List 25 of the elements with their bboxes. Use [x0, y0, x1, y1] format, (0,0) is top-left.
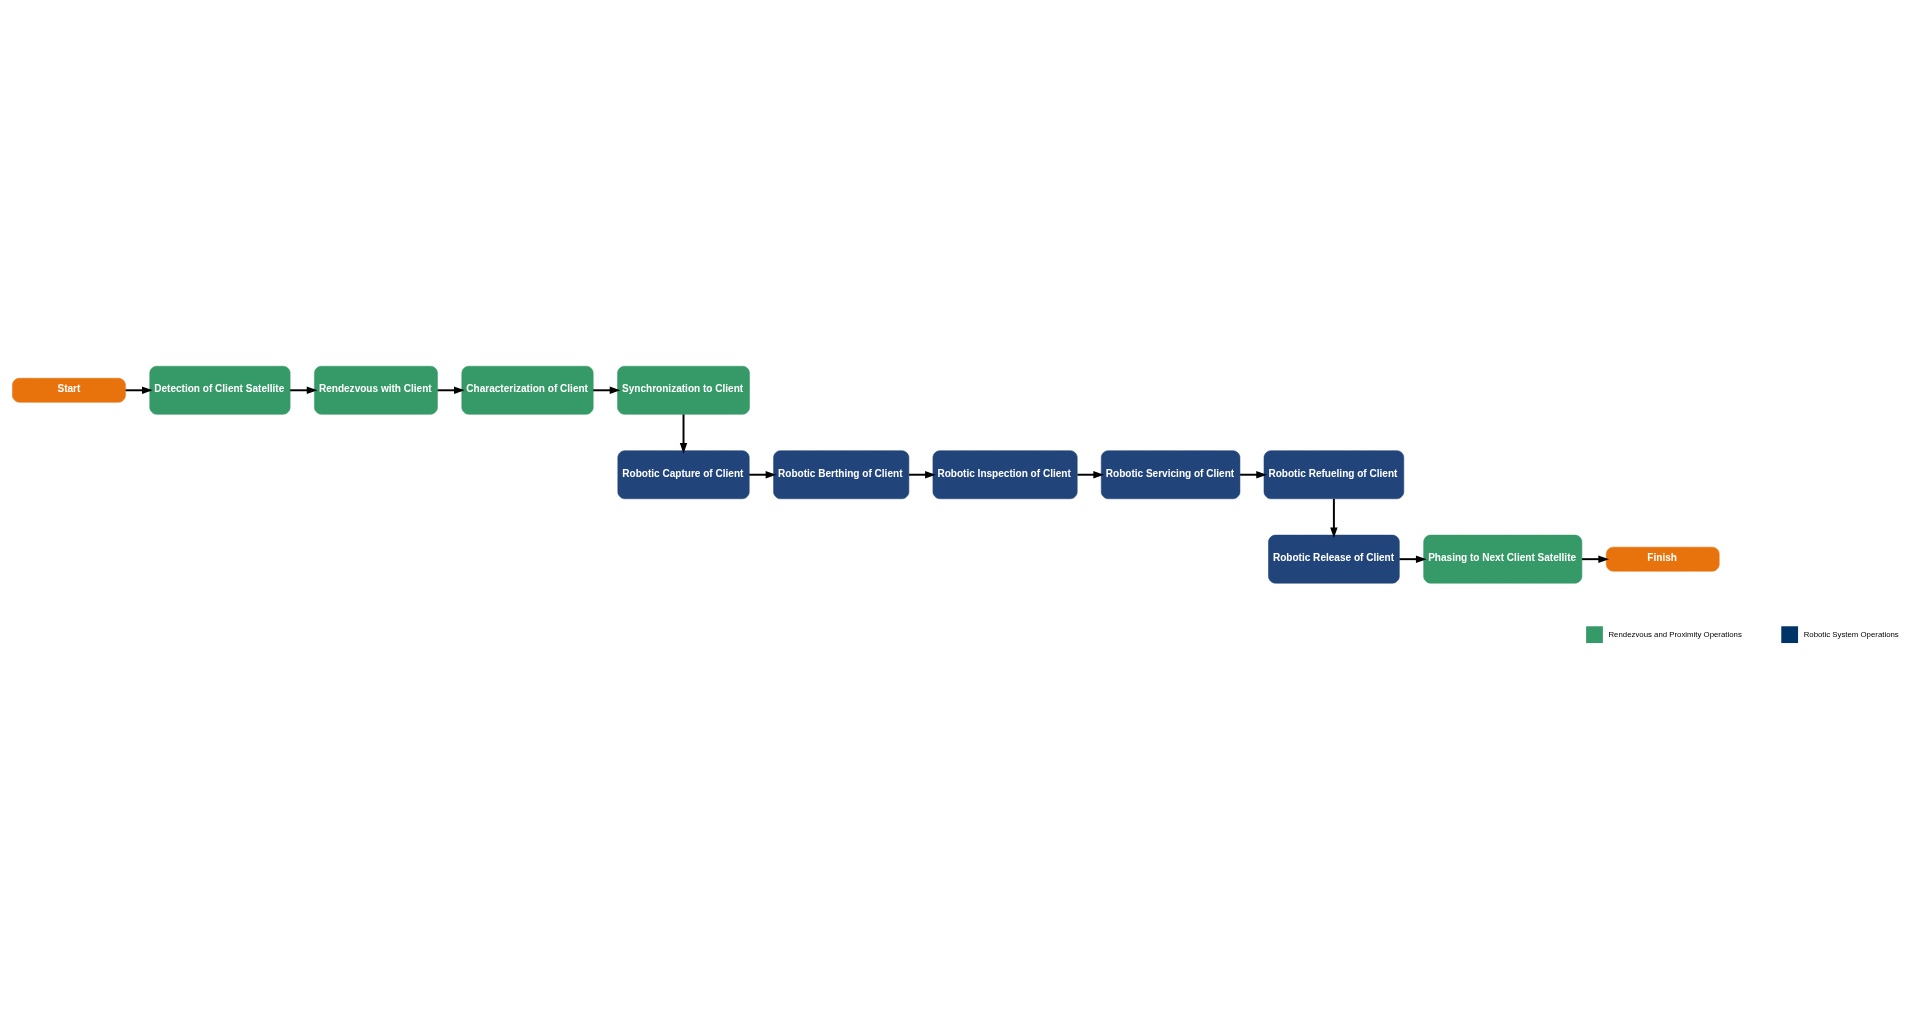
arrow — [748, 470, 777, 478]
node-box: Robotic Berthing of Client — [773, 449, 910, 499]
node-box: Finish — [1605, 546, 1720, 571]
node-box: Robotic Inspection of Client — [932, 449, 1078, 499]
arrow — [124, 386, 153, 394]
node-box: Phasing to Next Client Satellite — [1423, 534, 1583, 583]
node-box: Robotic Servicing of Client — [1101, 449, 1241, 499]
node-box: Detection of Client Satellite — [149, 365, 291, 415]
arrow — [679, 413, 688, 454]
node-box: Robotic Refueling of Client — [1263, 449, 1405, 499]
arrow — [592, 386, 621, 394]
node-box: Start — [12, 377, 126, 403]
arrow — [1398, 554, 1427, 563]
node-box: Rendezvous with Client — [314, 365, 438, 415]
arrow — [908, 470, 936, 478]
node-box: Synchronization to Client — [617, 365, 750, 415]
node-box: Characterization of Client — [461, 365, 594, 415]
arrow — [436, 386, 465, 394]
arrow — [1330, 497, 1338, 538]
node-box: Robotic Capture of Client — [617, 449, 750, 499]
arrow — [1239, 470, 1267, 478]
arrow — [1581, 554, 1609, 563]
node-box: Robotic Release of Client — [1268, 534, 1400, 583]
arrow — [289, 386, 318, 394]
arrow — [1076, 470, 1104, 478]
